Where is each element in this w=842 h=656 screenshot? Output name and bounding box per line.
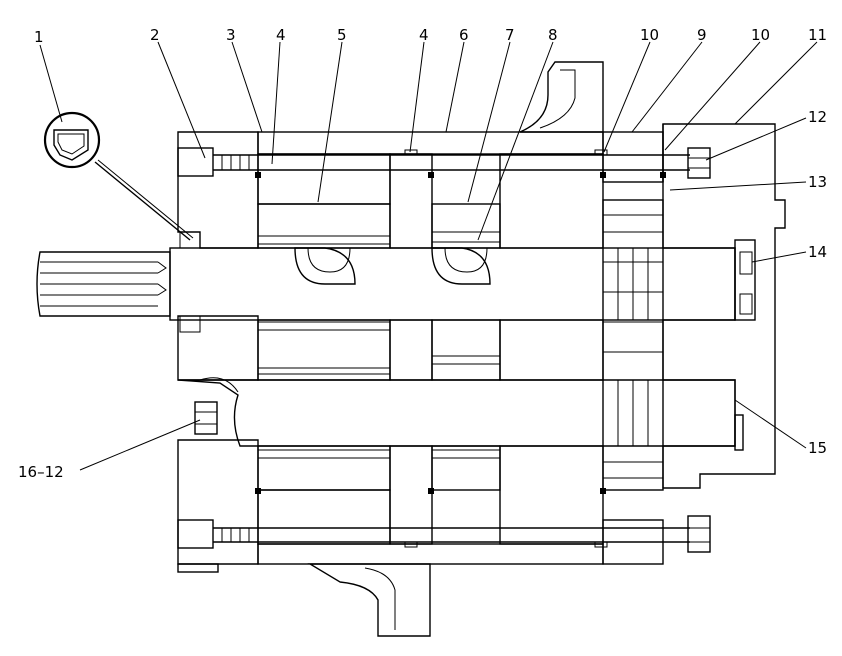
callout-13: 13 xyxy=(808,173,827,191)
callout-7: 7 xyxy=(505,26,515,44)
drive-shaft xyxy=(36,247,736,321)
callout-6: 6 xyxy=(459,26,469,44)
woodruff-keys xyxy=(294,247,491,285)
callout-10-right: 10 xyxy=(751,26,770,44)
callout-5: 5 xyxy=(337,26,347,44)
housing-body xyxy=(177,123,786,573)
rear-plug xyxy=(734,239,756,321)
drive-gear xyxy=(602,199,664,491)
callout-labels: 1 2 3 4 5 4 6 7 8 10 9 10 11 12 13 14 15… xyxy=(18,26,827,481)
callout-8: 8 xyxy=(548,26,558,44)
inlet-port-top xyxy=(519,61,604,133)
gear-bores xyxy=(257,203,501,491)
callout-15: 15 xyxy=(808,439,827,457)
through-bolt-top xyxy=(177,147,711,179)
callout-10-left: 10 xyxy=(640,26,659,44)
callout-9: 9 xyxy=(697,26,707,44)
callout-16-12: 16–12 xyxy=(18,463,64,481)
outlet-port-bottom xyxy=(307,563,431,637)
o-ring-seals xyxy=(255,149,666,548)
seal-detail-circle xyxy=(43,111,194,241)
callout-12: 12 xyxy=(808,108,827,126)
cap-screw-16-12 xyxy=(194,401,218,435)
callout-14: 14 xyxy=(808,243,827,261)
callout-11: 11 xyxy=(808,26,827,44)
through-bolt-bottom xyxy=(177,515,711,553)
callout-1: 1 xyxy=(34,28,44,46)
callout-4-center: 4 xyxy=(419,26,429,44)
callout-4-left: 4 xyxy=(276,26,286,44)
driven-shaft xyxy=(177,377,744,451)
callout-3: 3 xyxy=(226,26,236,44)
shaft-seal xyxy=(179,231,201,333)
callout-2: 2 xyxy=(150,26,160,44)
leader-lines xyxy=(39,41,818,471)
